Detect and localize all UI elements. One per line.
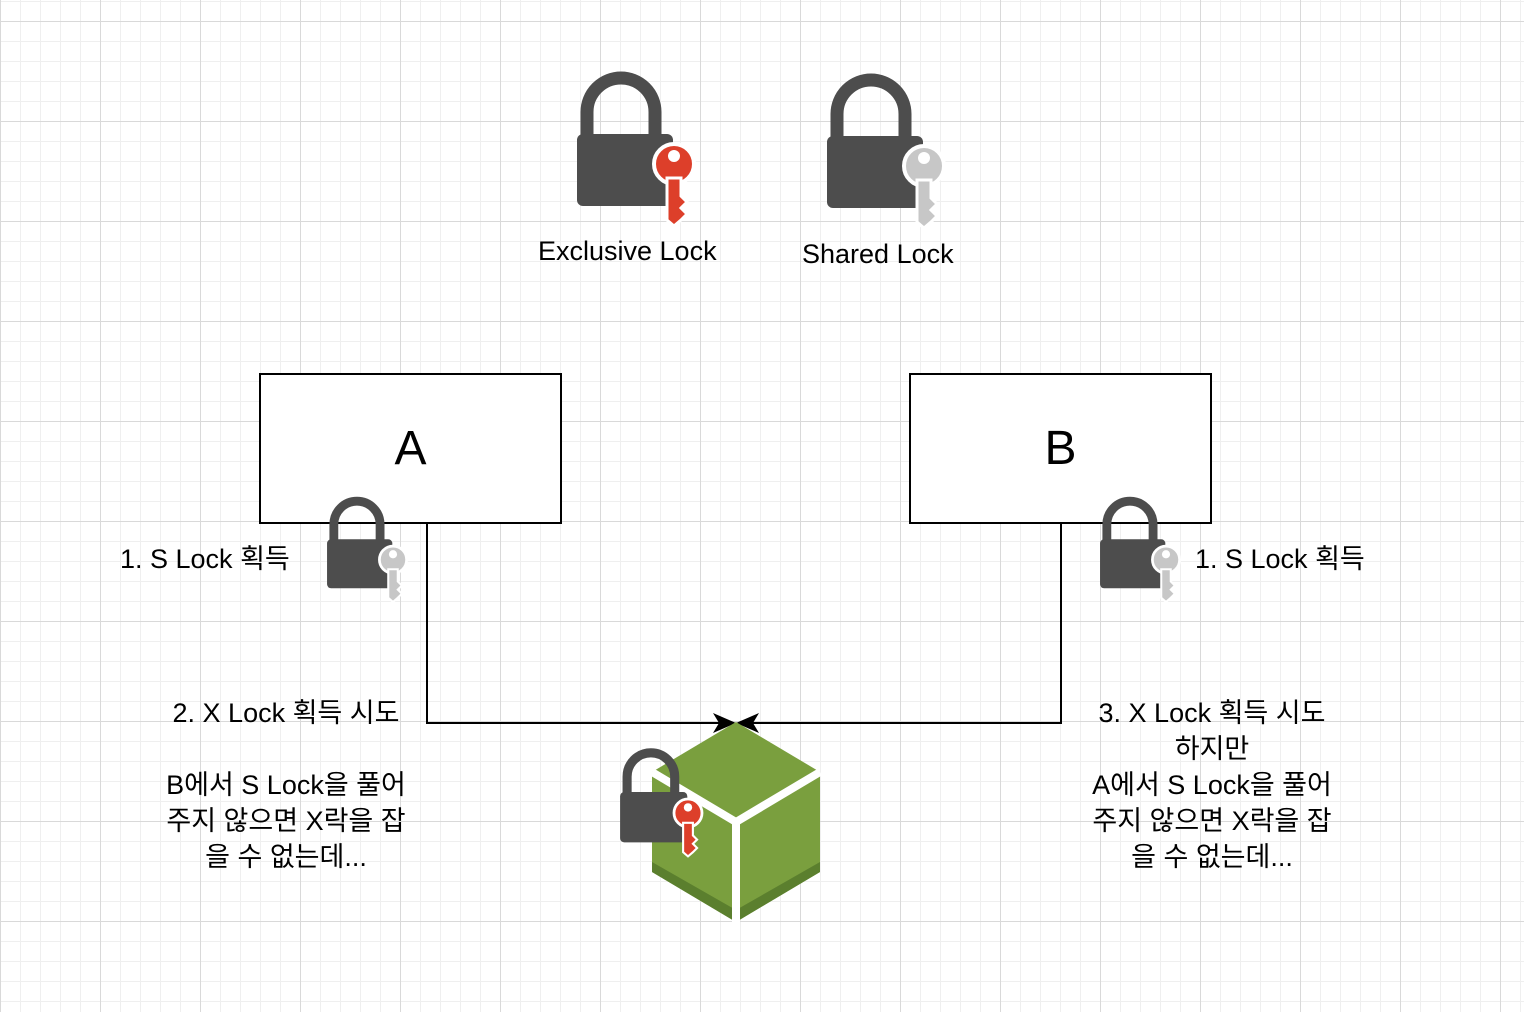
shared-lock-label: Shared Lock (802, 239, 954, 269)
connector-b (738, 523, 1062, 724)
connector-a (426, 523, 734, 724)
arrowhead-a (713, 713, 736, 733)
a-shared-lock-icon (325, 498, 408, 604)
transaction-a-label: A (394, 422, 427, 475)
arrowhead-b (736, 713, 759, 733)
b-step3-note: 3. X Lock 획득 시도 하지만 A에서 S Lock을 풀어 주지 않으… (1092, 698, 1332, 872)
b-shared-lock-icon (1098, 498, 1181, 604)
transaction-a-box: A (259, 373, 562, 524)
transaction-b-box: B (909, 373, 1212, 524)
a-step1-label: 1. S Lock 획득 (120, 544, 290, 574)
b-step1-label: 1. S Lock 획득 (1195, 544, 1365, 574)
exclusive-lock-label: Exclusive Lock (538, 236, 717, 266)
transaction-b-label: B (1044, 422, 1077, 475)
a-step2-note: 2. X Lock 획득 시도 B에서 S Lock을 풀어 주지 않으면 X락… (166, 698, 406, 872)
resource-cube-icon (612, 722, 823, 924)
